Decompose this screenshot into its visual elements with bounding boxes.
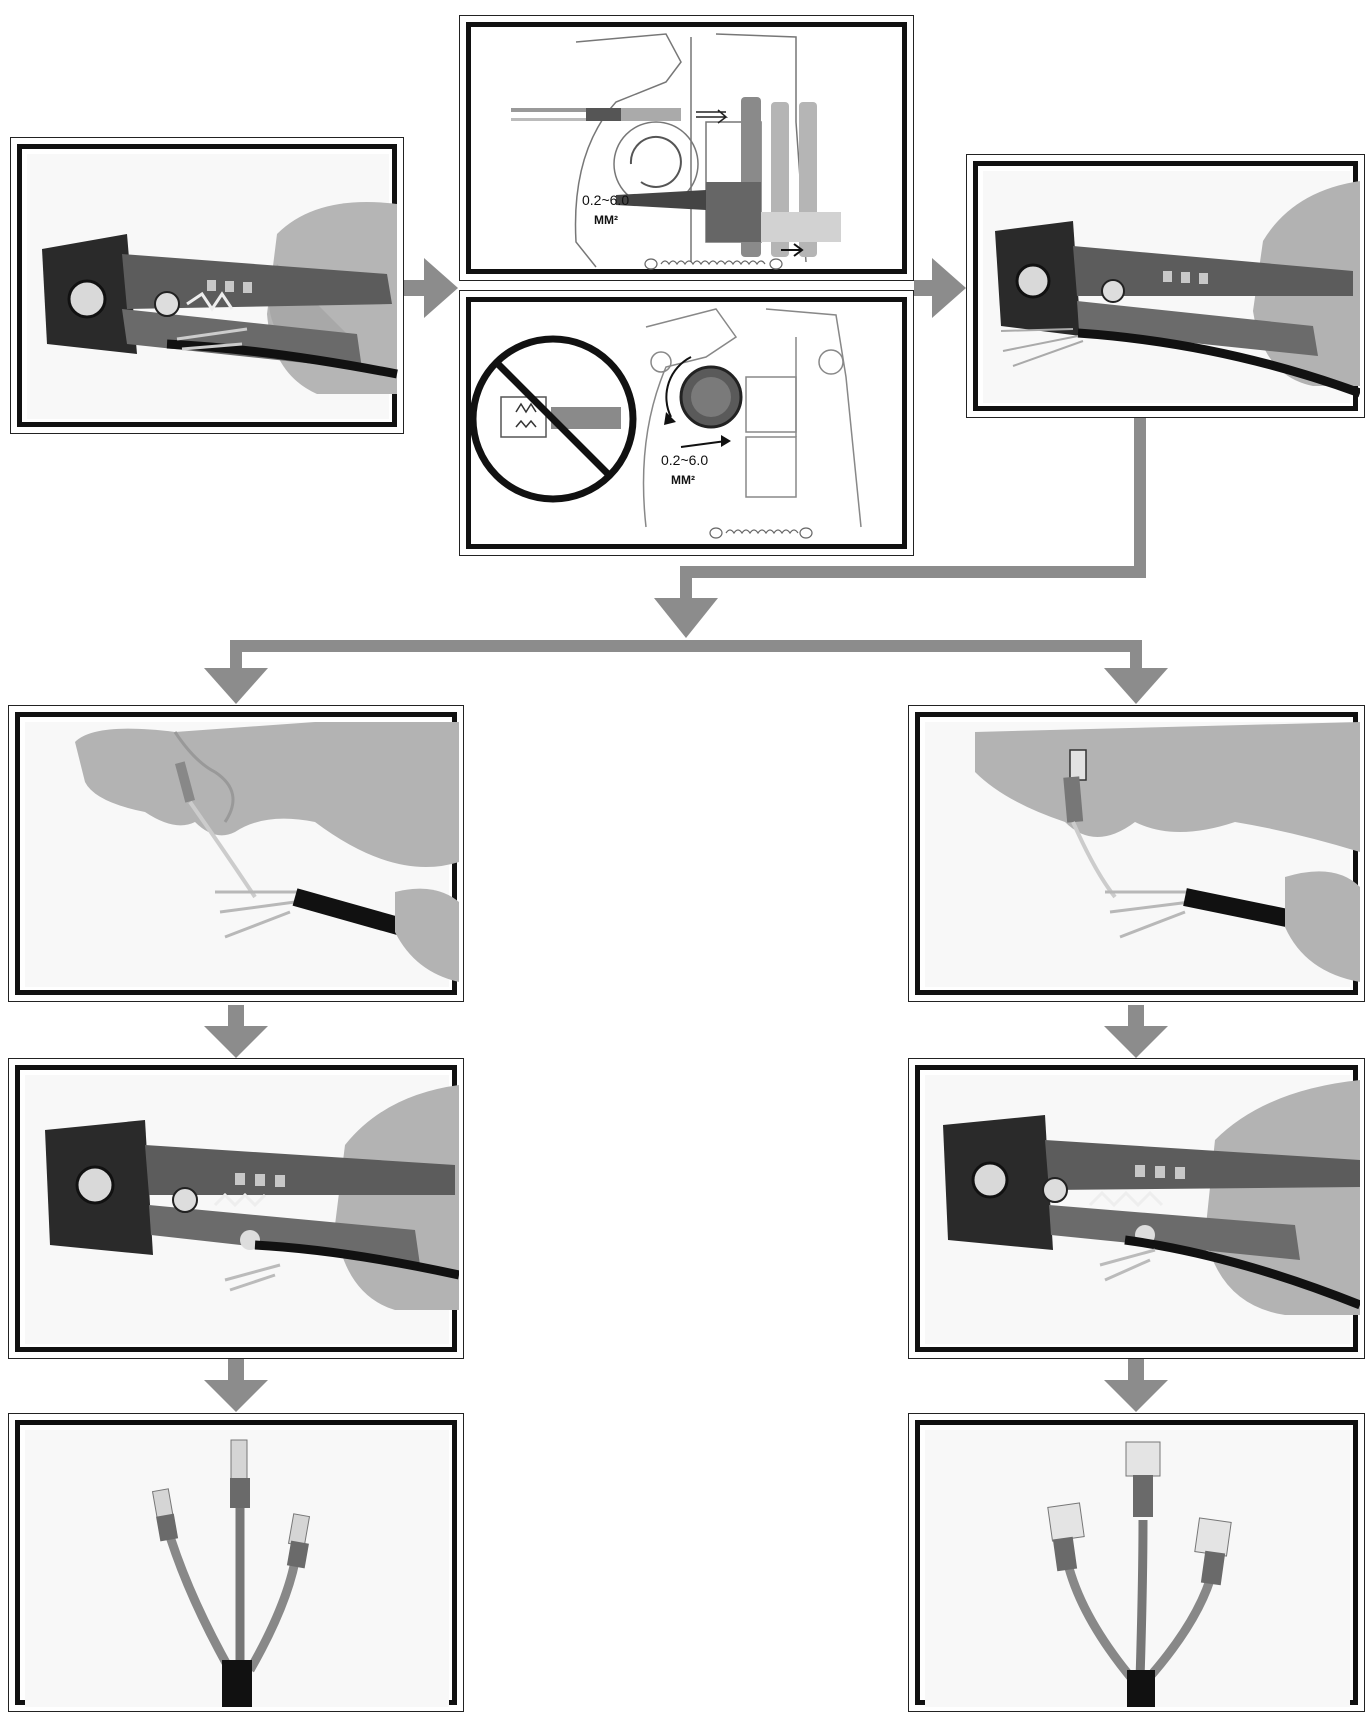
ferrule-result-icon [25, 1430, 449, 1707]
wire-stripper-photo-icon [983, 171, 1360, 403]
panel-right-crimp [908, 1058, 1365, 1359]
range-label: 0.2~6.0 [582, 192, 629, 208]
range-label: 0.2~6.0 [661, 452, 708, 468]
panel-left-insert [8, 705, 464, 1002]
hand-ferrule-photo-icon [25, 722, 459, 987]
arrow-right-icon [424, 258, 458, 318]
panel-left-result [8, 1413, 464, 1712]
panel-step-3 [966, 154, 1365, 418]
hand-terminal-photo-icon [925, 722, 1360, 987]
arrow-down-icon [654, 598, 718, 638]
arrow-down-icon [1104, 1026, 1168, 1058]
arrow-down-icon [204, 668, 268, 704]
arrow-down-icon [1104, 1380, 1168, 1412]
arrow-down-icon [204, 1380, 268, 1412]
panel-right-result [908, 1413, 1365, 1712]
terminal-result-icon [925, 1430, 1350, 1707]
panel-step-2a: 0.2~6.0 MM² [459, 15, 914, 281]
panel-left-crimp [8, 1058, 464, 1359]
panel-right-insert [908, 705, 1365, 1002]
prohibition-icon [469, 335, 637, 503]
panel-step-1 [10, 137, 404, 434]
arrow-right-icon [932, 258, 966, 318]
strip-length-diagram-icon: 0.2~6.0 MM² [511, 33, 841, 270]
arrow-down-icon [1104, 668, 1168, 704]
crimp-photo-icon [25, 1075, 459, 1344]
crimp-photo-icon [925, 1075, 1360, 1344]
unit-label: MM² [594, 213, 618, 227]
arrow-down-icon [204, 1026, 268, 1058]
unit-label: MM² [671, 473, 695, 487]
adjust-dial-diagram-icon: 0.2~6.0 MM² [469, 308, 862, 539]
wire-stripper-photo-icon [27, 154, 398, 419]
panel-step-2b: 0.2~6.0 MM² [459, 290, 914, 556]
